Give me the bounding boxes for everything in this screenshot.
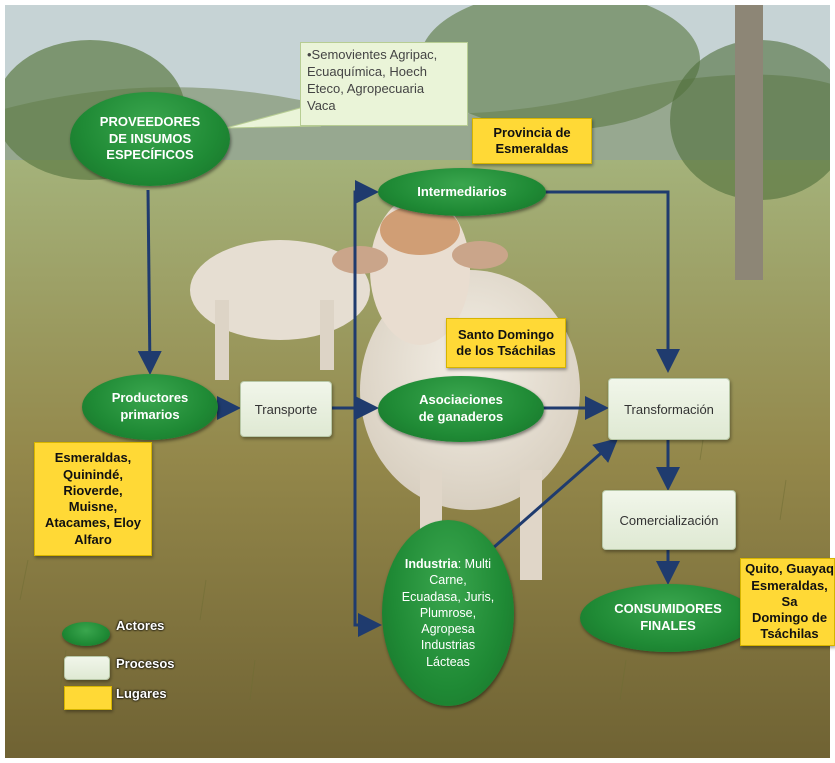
industria-title: Industria [404,557,458,572]
arrow-intermediarios-to-transformacion [545,190,680,373]
actor-asociaciones: Asociaciones de ganaderos [378,376,544,442]
legend-lugares-label: Lugares [116,686,167,701]
actor-intermediarios: Intermediarios [378,168,546,216]
actor-productores: Productores primarios [82,374,218,440]
place-provincia-esmeraldas: Provincia de Esmeraldas [472,118,592,164]
actor-consumidores: CONSUMIDORES FINALES [580,584,756,652]
place-quito-list: Quito, Guayaq Esmeraldas, Sa Domingo de … [740,558,835,646]
legend-place-swatch [64,686,112,710]
arrow-transporte-to-intermediarios [353,180,379,408]
legend-actores-label: Actores [116,618,165,633]
process-comercializacion: Comercialización [602,490,736,550]
arrow-proveedores-to-productores [137,189,162,375]
actor-industria: Industria: Multi Carne, Ecuadasa, Juris,… [382,520,514,706]
place-esmeraldas-list: Esmeraldas, Quinindé, Rioverde, Muisne, … [34,442,152,556]
place-santo-domingo: Santo Domingo de los Tsáchilas [446,318,566,368]
actor-proveedores: PROVEEDORES DE INSUMOS ESPECÍFICOS [70,92,230,186]
arrow-industria-to-transformacion [492,438,619,550]
suppliers-callout: •Semovientes Agripac, Ecuaquímica, Hoech… [300,42,468,126]
process-transporte: Transporte [240,381,332,437]
legend-process-swatch [64,656,110,680]
arrow-transporte-to-industria [353,408,382,637]
process-transformacion: Transformación [608,378,730,440]
industria-body: : Multi Carne, Ecuadasa, Juris, Plumrose… [401,557,495,669]
legend-actor-swatch [62,622,110,646]
legend-procesos-label: Procesos [116,656,175,671]
